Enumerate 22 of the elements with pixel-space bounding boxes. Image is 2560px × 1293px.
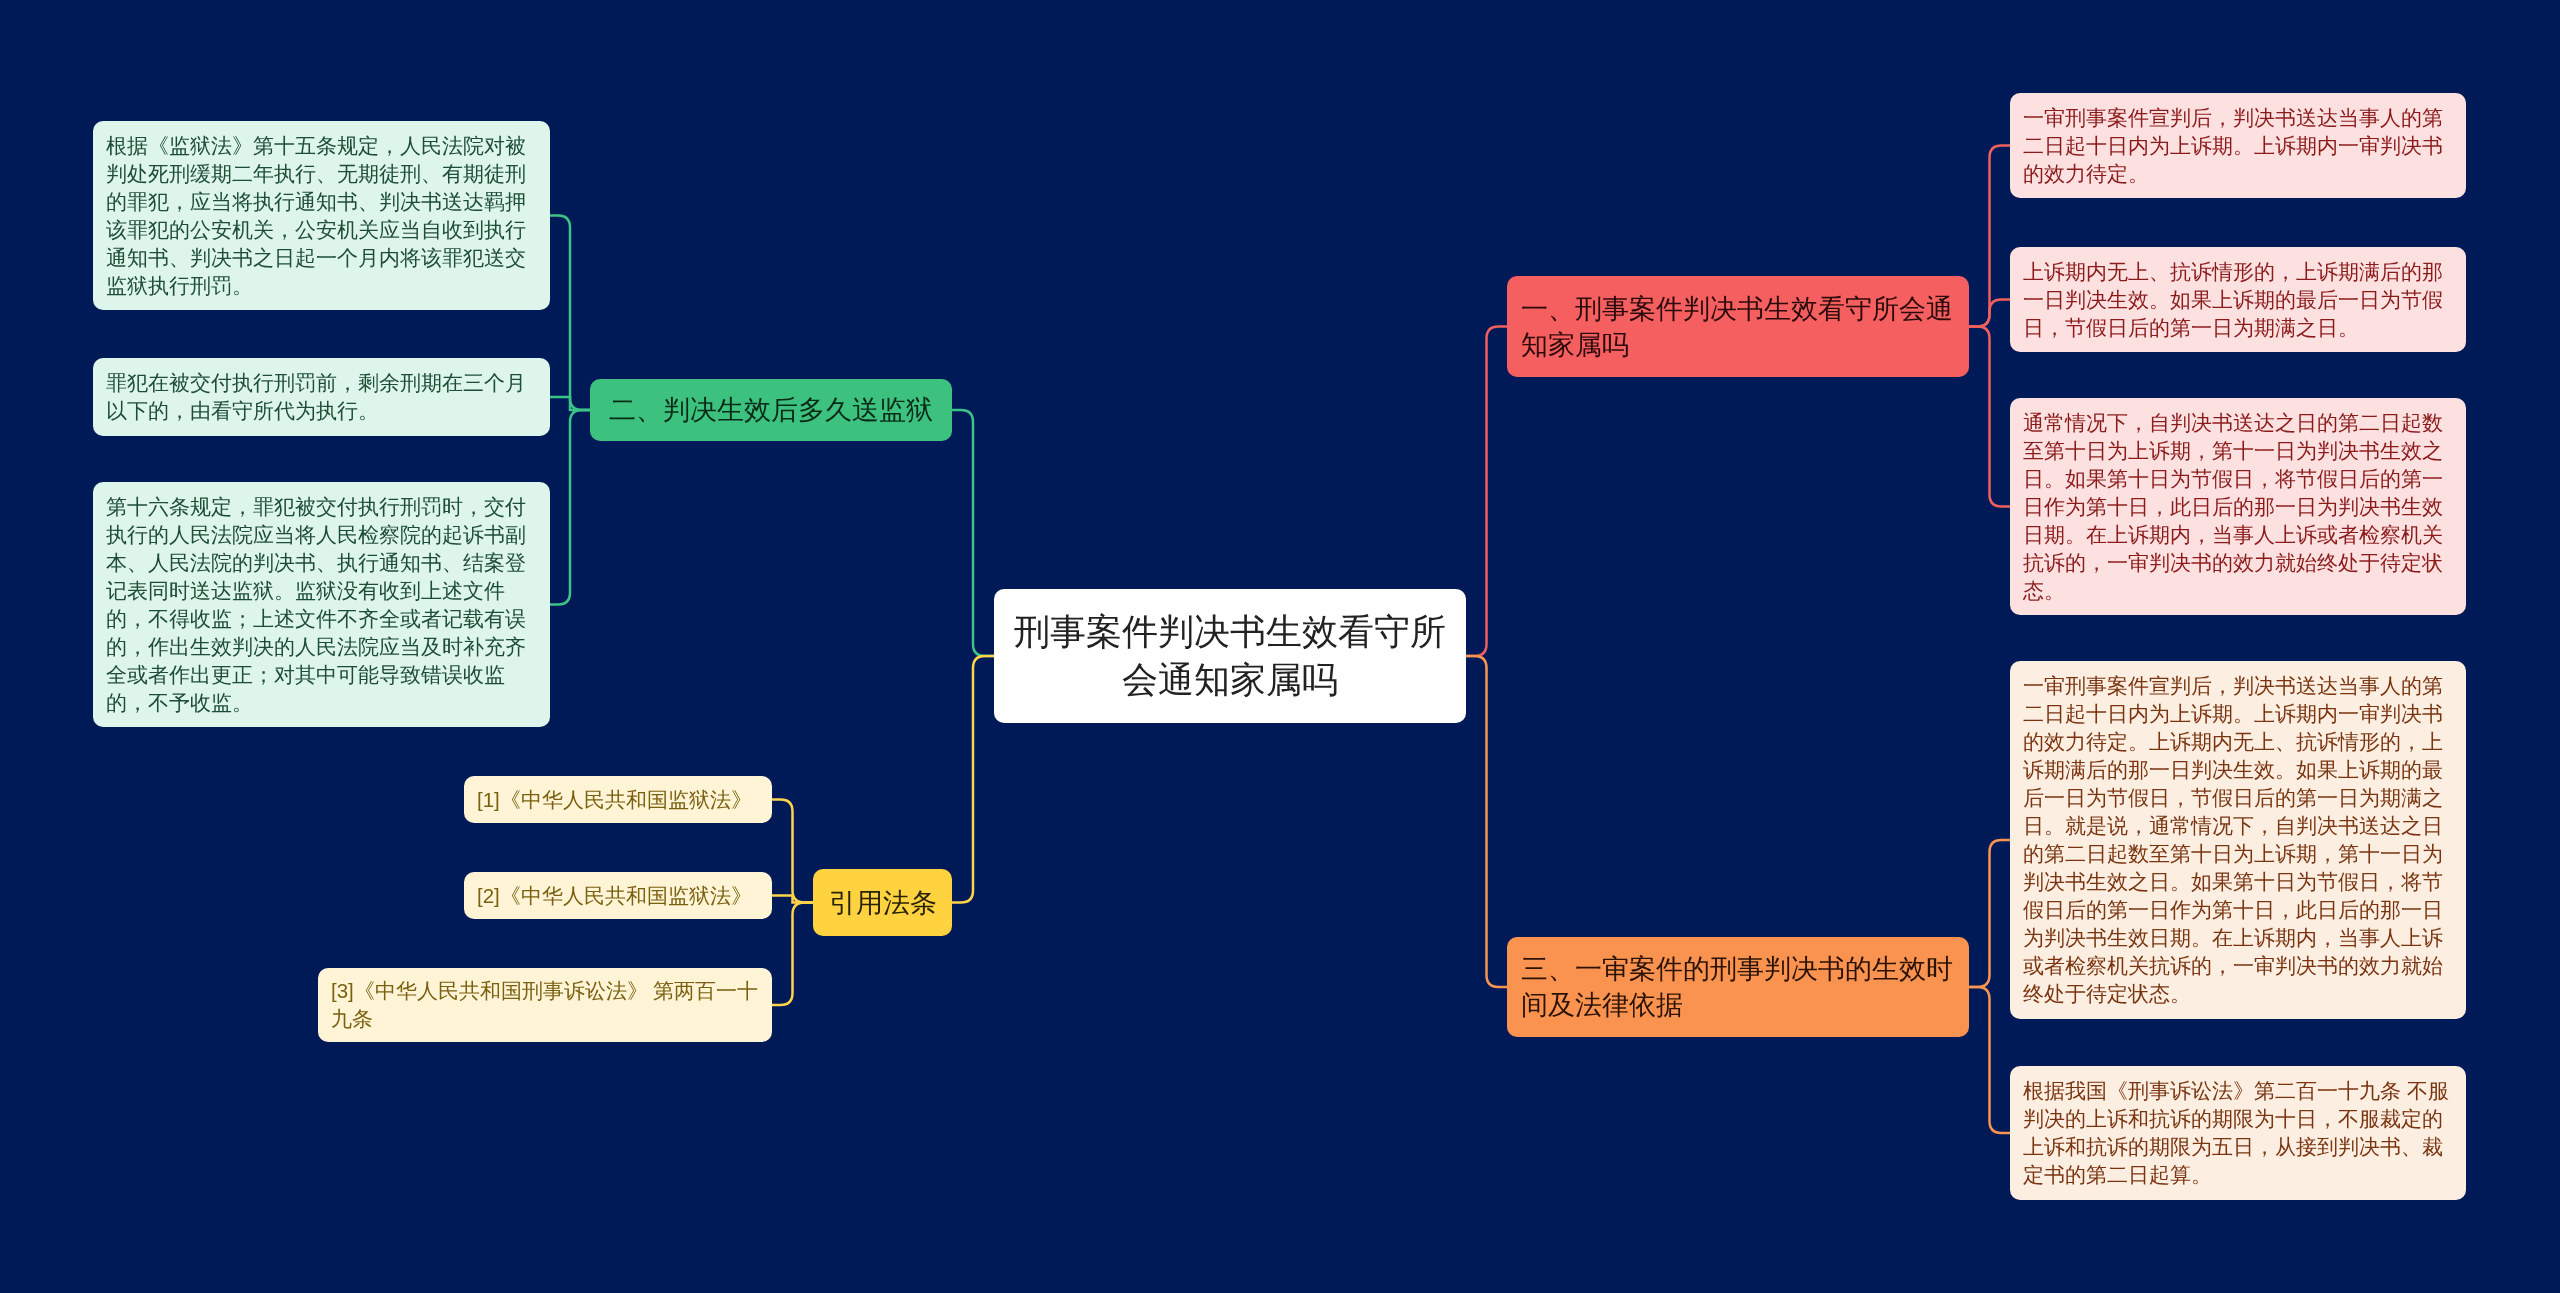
- text-card: 根据《监狱法》第十五条规定，人民法院对被判处死刑缓期二年执行、无期徒刑、有期徒刑的罪犯，应当将执行通知书、判决书送达羁押该罪犯的公安机关，公安机关应当自收到执行通知书、判决书之日起一个月内将该罪犯送交监狱执行刑罚。: [93, 121, 550, 310]
- text-card: 上诉期内无上、抗诉情形的，上诉期满后的那一日判决生效。如果上诉期的最后一日为节假日，节假日后的第一日为期满之日。: [2010, 247, 2466, 352]
- branch-box: 三、一审案件的刑事判决书的生效时间及法律依据: [1507, 937, 1969, 1037]
- branch-box: 一、刑事案件判决书生效看守所会通知家属吗: [1507, 276, 1969, 377]
- connector-line: [550, 408, 590, 606]
- connector-line: [1969, 325, 2010, 508]
- branch-box: 引用法条: [813, 869, 952, 936]
- text-card: 罪犯在被交付执行刑罚前，剩余刑期在三个月以下的，由看守所代为执行。: [93, 358, 550, 436]
- reference-card: [3]《中华人民共和国刑事诉讼法》 第两百一十九条: [318, 968, 772, 1042]
- reference-card: [2]《中华人民共和国监狱法》: [464, 872, 772, 919]
- connector-line: [1969, 985, 2010, 1135]
- branch-box: 二、判决生效后多久送监狱: [590, 379, 952, 441]
- reference-card: [1]《中华人民共和国监狱法》: [464, 776, 772, 823]
- connector-line: [952, 654, 994, 904]
- text-card: 根据我国《刑事诉讼法》第二百一十九条 不服判决的上诉和抗诉的期限为十日，不服裁定的上诉和抗诉的期限为五日，从接到判决书、裁定书的第二日起算。: [2010, 1066, 2466, 1200]
- connector-line: [772, 901, 813, 1007]
- text-card: 第十六条规定，罪犯被交付执行刑罚时，交付执行的人民法院应当将人民检察院的起诉书副本、人民法院的判决书、执行通知书、结案登记表同时送达监狱。监狱没有收到上述文件的，不得收监；上述文件不齐全或者记载有误的，作出生效判决的人民法院应当及时补充齐全或者作出更正；对其中可能导致错误收监的，不予收监。: [93, 482, 550, 727]
- text-card: 一审刑事案件宣判后，判决书送达当事人的第二日起十日内为上诉期。上诉期内一审判决书的效力待定。上诉期内无上、抗诉情形的，上诉期满后的那一日判决生效。如果上诉期的最后一日为节假日，节假日后的第一日为期满之日。就是说，通常情况下，自判决书送达之日的第二日起数至第十日为上诉期，第十一日为判决书生效之日。如果第十日为节假日，将节假日后的第一日作为第十日，此日后的那一日为判决书生效日期。在上诉期内，当事人上诉或者检察机关抗诉的，一审判决书的效力就始终处于待定状态。: [2010, 661, 2466, 1019]
- connector-line: [1466, 654, 1507, 989]
- text-card: 通常情况下，自判决书送达之日的第二日起数至第十日为上诉期，第十一日为判决书生效之日。如果第十日为节假日，将节假日后的第一日作为第十日，此日后的那一日为判决书生效日期。在上诉期内，当事人上诉或者检察机关抗诉的，一审判决书的效力就始终处于待定状态。: [2010, 398, 2466, 615]
- text-card: 一审刑事案件宣判后，判决书送达当事人的第二日起十日内为上诉期。上诉期内一审判决书的效力待定。: [2010, 93, 2466, 198]
- topic-box: 刑事案件判决书生效看守所会通知家属吗: [994, 589, 1466, 723]
